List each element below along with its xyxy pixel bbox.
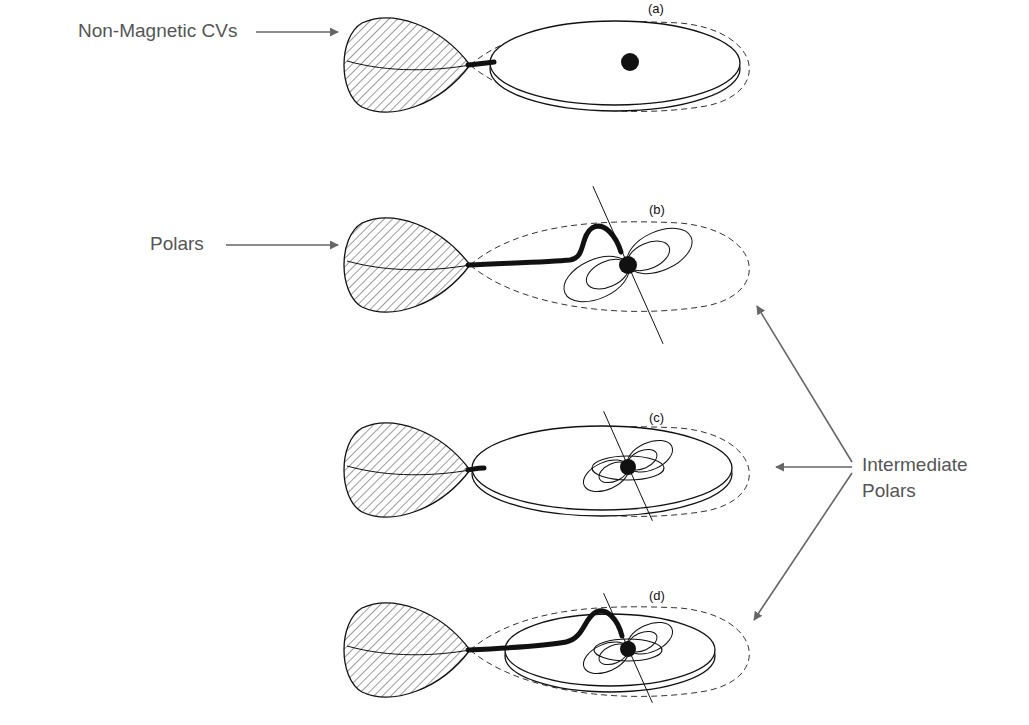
donor-star [344, 423, 470, 517]
panel-letter: (c) [649, 410, 664, 425]
donor-star-fill [344, 18, 470, 112]
donor-star-fill [344, 423, 470, 517]
leader-arrow [256, 31, 338, 33]
donor-star [344, 18, 470, 112]
roche-lobe [470, 22, 749, 112]
leader-arrow [757, 306, 852, 462]
accretion-stream [468, 611, 622, 650]
donor-star [344, 603, 470, 697]
donor-equator [347, 646, 470, 655]
donor-star-fill [344, 603, 470, 697]
accretion-stream [468, 468, 484, 470]
panel-b [344, 186, 749, 344]
class-label: Non-Magnetic CVs [78, 20, 237, 42]
panel-letter: (d) [649, 588, 665, 603]
white-dwarf [620, 641, 636, 657]
leader-arrow [754, 473, 852, 620]
roche-lobe [470, 607, 749, 697]
panel-letter: (b) [649, 202, 665, 217]
leader-arrow [776, 466, 852, 468]
accretion-stream [468, 226, 621, 265]
class-label: Polars [150, 233, 204, 255]
panel-letter: (a) [648, 1, 664, 16]
donor-equator [347, 466, 470, 475]
magnetic-axis [604, 593, 653, 703]
magnetic-axis [604, 411, 653, 521]
panel-c [344, 411, 749, 521]
class-label: Intermediate Polars [862, 452, 997, 504]
donor-equator [347, 261, 470, 270]
white-dwarf [621, 53, 639, 71]
donor-star-fill [344, 218, 470, 312]
disk-inner-edge [592, 456, 664, 480]
donor-equator [347, 61, 470, 70]
panel-a [344, 18, 749, 112]
roche-lobe [470, 427, 749, 517]
accretion-disk [505, 614, 715, 686]
panel-d [344, 593, 749, 703]
donor-star [344, 218, 470, 312]
leader-arrows [226, 32, 852, 620]
accretion-disk [472, 426, 732, 510]
accretion-disk [490, 21, 740, 105]
white-dwarf [620, 459, 636, 475]
leader-arrow [226, 244, 338, 246]
accretion-stream [468, 62, 494, 65]
white-dwarf [619, 256, 637, 274]
